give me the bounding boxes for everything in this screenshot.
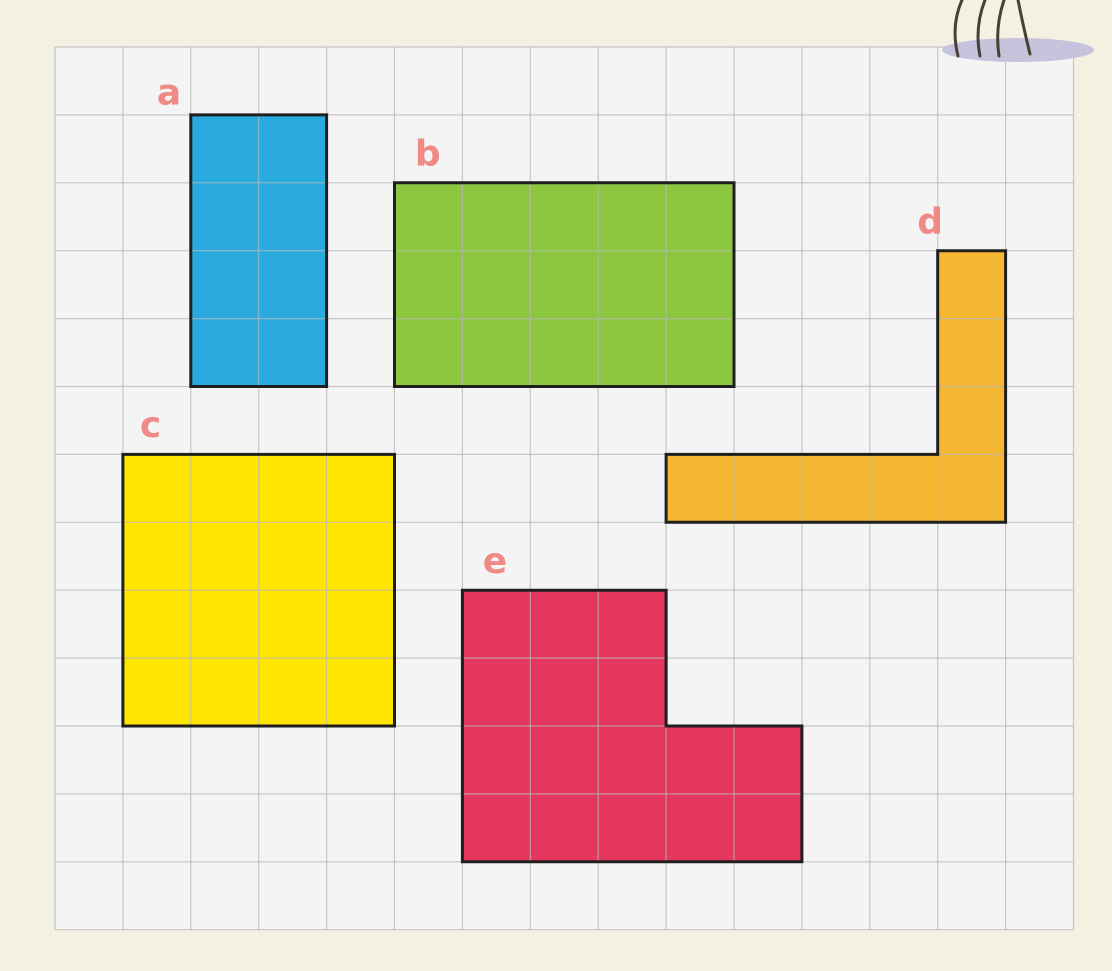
shape-b-fill	[395, 183, 735, 387]
shape-a-label: a	[157, 73, 181, 114]
shape-c-label: c	[140, 405, 161, 446]
shape-e-label: e	[483, 541, 507, 582]
shape-b-label: b	[415, 134, 441, 175]
shape-d-label: d	[917, 202, 943, 243]
creature-shadow	[942, 38, 1094, 62]
